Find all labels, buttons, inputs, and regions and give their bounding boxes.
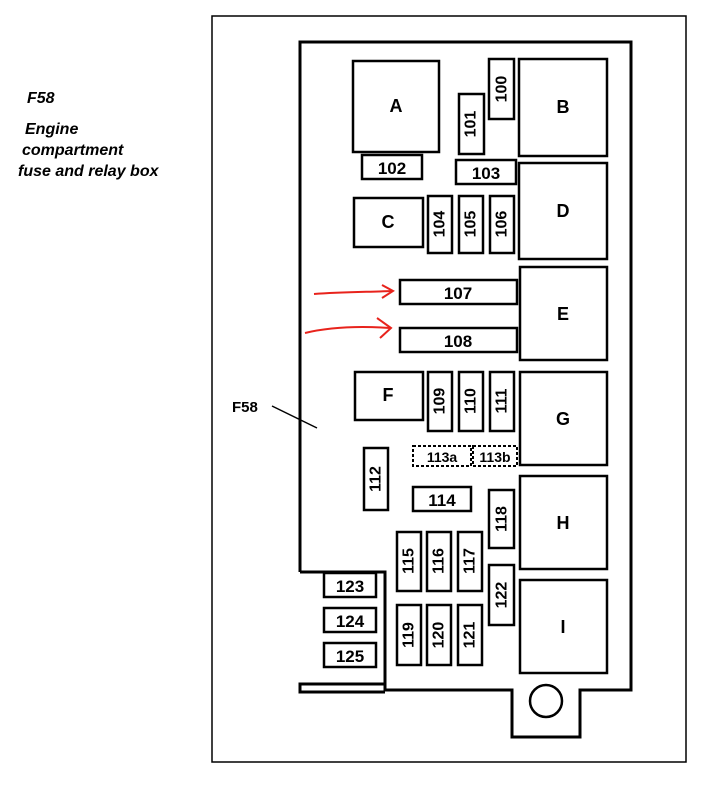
fuse-109-label: 109 <box>432 388 449 415</box>
fuse-114-label: 114 <box>428 491 456 510</box>
fuse-102-label: 102 <box>378 159 406 178</box>
fuse-117-label: 117 <box>462 548 479 574</box>
relay-c: C <box>352 196 425 249</box>
fuse-108: 108 <box>398 326 519 354</box>
relay-e-label: E <box>557 304 569 324</box>
relay-g: G <box>518 370 609 467</box>
fuse-105-label: 105 <box>463 211 480 238</box>
caption-line-1: Engine <box>25 121 79 138</box>
caption-line-3: fuse and relay box <box>18 163 159 180</box>
fuse-125-label: 125 <box>336 647 364 666</box>
fuse-116-label: 116 <box>431 548 448 574</box>
pointer-line <box>271 405 318 429</box>
fuse-103: 103 <box>454 158 518 186</box>
fuse-117: 117 <box>456 530 484 593</box>
relay-d-label: D <box>557 201 570 221</box>
fuse-106: 106 <box>488 194 516 255</box>
fuse-112-label: 112 <box>368 466 385 492</box>
fuse-102: 102 <box>360 153 424 181</box>
relay-f-label: F <box>383 385 394 405</box>
fuse-103-label: 103 <box>472 164 500 183</box>
pointer-label: F58 <box>232 399 258 416</box>
caption-line-2: compartment <box>22 142 124 159</box>
red-arrow-108 <box>304 317 393 339</box>
relay-e: E <box>518 265 609 362</box>
mounting-hole <box>528 683 564 719</box>
fuse-118: 118 <box>487 488 516 550</box>
fuse-104: 104 <box>426 194 454 255</box>
fuse-112: 112 <box>362 446 390 512</box>
relay-i: I <box>518 578 609 675</box>
fuse-118-label: 118 <box>494 506 511 532</box>
relay-d: D <box>517 161 609 261</box>
fuse-110-label: 110 <box>463 388 480 414</box>
red-arrow-107 <box>313 284 395 299</box>
fuse-106-label: 106 <box>494 211 511 238</box>
fuse-119: 119 <box>395 603 423 667</box>
relay-f: F <box>353 370 425 422</box>
fuse-107-label: 107 <box>444 284 472 303</box>
fuse-111-label: 111 <box>494 388 511 413</box>
fuse-121-label: 121 <box>462 622 479 649</box>
relay-b: B <box>517 57 609 158</box>
relay-g-label: G <box>556 409 570 429</box>
fuse-125: 125 <box>322 641 378 669</box>
fuse-120-label: 120 <box>431 622 448 649</box>
fuse-108-label: 108 <box>444 332 472 351</box>
caption-code: F58 <box>27 90 55 107</box>
relay-b-label: B <box>557 97 570 117</box>
fuse-113a-label: 113a <box>427 449 458 465</box>
relay-c-label: C <box>382 212 395 232</box>
fuse-116: 116 <box>425 530 453 593</box>
relay-a: A <box>351 59 441 154</box>
relay-h: H <box>518 474 609 571</box>
fuse-110: 110 <box>457 370 485 433</box>
fuse-119-label: 119 <box>401 622 418 648</box>
fuse-113a: 113a <box>412 445 472 467</box>
fuse-105: 105 <box>457 194 485 255</box>
fuse-123: 123 <box>322 571 378 599</box>
fuse-123-label: 123 <box>336 577 364 596</box>
box-outline <box>298 40 633 739</box>
fuse-100: 100 <box>487 57 516 121</box>
fuse-109: 109 <box>426 370 454 433</box>
fuse-121: 121 <box>456 603 484 667</box>
fuse-101: 101 <box>457 92 486 156</box>
fuse-113b-label: 113b <box>479 449 510 465</box>
fuse-114: 114 <box>411 485 473 513</box>
fuse-111: 111 <box>488 370 516 433</box>
fuse-115: 115 <box>395 530 423 593</box>
fuse-100-label: 100 <box>494 76 511 103</box>
fuse-113b: 113b <box>472 445 518 467</box>
fuse-122-label: 122 <box>494 582 511 609</box>
outer-frame <box>211 15 687 763</box>
fuse-124: 124 <box>322 606 378 634</box>
fuse-101-label: 101 <box>463 111 480 138</box>
fuse-115-label: 115 <box>401 548 418 574</box>
fuse-107: 107 <box>398 278 519 306</box>
relay-a-label: A <box>390 96 403 116</box>
fuse-124-label: 124 <box>336 612 365 631</box>
relay-h-label: H <box>557 513 570 533</box>
fuse-122: 122 <box>487 563 516 627</box>
fuse-104-label: 104 <box>432 211 449 238</box>
fuse-120: 120 <box>425 603 453 667</box>
relay-i-label: I <box>560 617 565 637</box>
